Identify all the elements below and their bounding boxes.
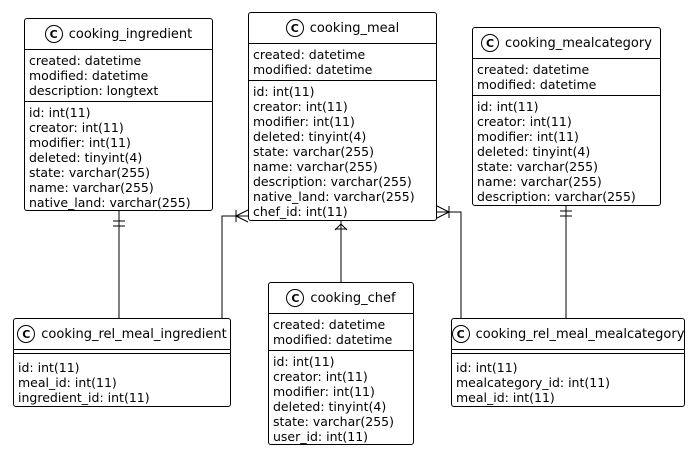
field-row: state: varchar(255) <box>477 159 598 174</box>
field-row: id: int(11) <box>273 354 335 369</box>
meta-section: created: datetime modified: datetime <box>249 44 436 81</box>
entity-title: cooking_chef <box>310 290 396 306</box>
field-row: modified: datetime <box>477 77 597 92</box>
meta-section: created: datetime modified: datetime des… <box>25 50 212 102</box>
field-row: user_id: int(11) <box>273 429 369 444</box>
fields-section: id: int(11) creator: int(11) modifier: i… <box>269 351 413 447</box>
field-row: mealcategory_id: int(11) <box>456 375 611 390</box>
field-row: modifier: int(11) <box>29 135 131 150</box>
class-icon: C <box>286 289 305 307</box>
field-row: creator: int(11) <box>253 99 348 114</box>
field-row: modified: datetime <box>253 62 373 77</box>
fields-section: id: int(11) creator: int(11) modifier: i… <box>473 96 660 207</box>
entity-title: cooking_mealcategory <box>505 35 652 51</box>
field-row: deleted: tinyint(4) <box>29 150 143 165</box>
field-row: id: int(11) <box>456 360 518 375</box>
fields-section: id: int(11) creator: int(11) modifier: i… <box>25 102 212 213</box>
field-row: name: varchar(255) <box>253 159 378 174</box>
meta-section <box>452 350 684 354</box>
field-row: modified: datetime <box>29 68 149 83</box>
field-row: name: varchar(255) <box>477 174 602 189</box>
class-icon: C <box>17 325 36 343</box>
entity-title: cooking_rel_meal_ingredient <box>41 326 227 342</box>
field-row: modified: datetime <box>273 332 393 347</box>
field-row: creator: int(11) <box>29 120 124 135</box>
field-row: created: datetime <box>253 47 366 62</box>
field-row: meal_id: int(11) <box>18 375 117 390</box>
field-row: state: varchar(255) <box>29 165 150 180</box>
field-row: modifier: int(11) <box>273 384 375 399</box>
field-row: ingredient_id: int(11) <box>18 390 150 405</box>
entity-cooking-chef[interactable]: C cooking_chef created: datetime modifie… <box>268 282 414 445</box>
field-row: state: varchar(255) <box>253 144 374 159</box>
class-icon: C <box>44 25 63 43</box>
field-row: created: datetime <box>477 62 590 77</box>
field-row: id: int(11) <box>18 360 80 375</box>
field-row: id: int(11) <box>253 84 315 99</box>
entity-cooking-rel-meal-ingredient[interactable]: C cooking_rel_meal_ingredient id: int(11… <box>13 318 231 407</box>
entity-header: C cooking_mealcategory <box>473 28 660 59</box>
field-row: creator: int(11) <box>477 114 572 129</box>
entity-header: C cooking_rel_meal_mealcategory <box>451 319 685 350</box>
class-icon: C <box>481 34 500 52</box>
entity-cooking-meal[interactable]: C cooking_meal created: datetime modifie… <box>248 12 437 221</box>
field-row: deleted: tinyint(4) <box>477 144 591 159</box>
entity-header: C cooking_ingredient <box>25 19 212 50</box>
fields-section: id: int(11) mealcategory_id: int(11) mea… <box>452 354 684 408</box>
field-row: id: int(11) <box>29 105 91 120</box>
field-row: created: datetime <box>29 53 142 68</box>
entity-title: cooking_ingredient <box>68 26 193 42</box>
entity-cooking-rel-meal-mealcategory[interactable]: C cooking_rel_meal_mealcategory id: int(… <box>451 318 685 407</box>
field-row: description: varchar(255) <box>477 189 636 204</box>
entity-header: C cooking_meal <box>249 13 436 44</box>
relation-meal-rel-ingredient <box>221 215 248 318</box>
field-row: created: datetime <box>273 317 386 332</box>
entity-header: C cooking_chef <box>269 283 413 314</box>
class-icon: C <box>285 19 304 37</box>
entity-cooking-mealcategory[interactable]: C cooking_mealcategory created: datetime… <box>472 27 661 206</box>
meta-section <box>14 350 230 354</box>
field-row: modifier: int(11) <box>477 129 579 144</box>
field-row: modifier: int(11) <box>253 114 355 129</box>
entity-title: cooking_meal <box>309 20 400 36</box>
field-row: description: longtext <box>29 83 159 98</box>
entity-cooking-ingredient[interactable]: C cooking_ingredient created: datetime m… <box>24 18 213 211</box>
field-row: native_land: varchar(255) <box>253 189 415 204</box>
entity-header: C cooking_rel_meal_ingredient <box>14 319 230 350</box>
fields-section: id: int(11) meal_id: int(11) ingredient_… <box>14 354 230 408</box>
meta-section: created: datetime modified: datetime <box>269 314 413 351</box>
field-row: state: varchar(255) <box>273 414 394 429</box>
class-icon: C <box>451 325 470 343</box>
field-row: id: int(11) <box>477 99 539 114</box>
field-row: name: varchar(255) <box>29 180 154 195</box>
field-row: description: varchar(255) <box>253 174 412 189</box>
field-row: creator: int(11) <box>273 369 368 384</box>
relation-meal-rel-mealcategory <box>437 211 462 318</box>
field-row: deleted: tinyint(4) <box>273 399 387 414</box>
meta-section: created: datetime modified: datetime <box>473 59 660 96</box>
fields-section: id: int(11) creator: int(11) modifier: i… <box>249 81 436 222</box>
field-row: chef_id: int(11) <box>253 204 348 219</box>
entity-title: cooking_rel_meal_mealcategory <box>475 326 685 342</box>
field-row: native_land: varchar(255) <box>29 195 191 210</box>
field-row: meal_id: int(11) <box>456 390 555 405</box>
field-row: deleted: tinyint(4) <box>253 129 367 144</box>
